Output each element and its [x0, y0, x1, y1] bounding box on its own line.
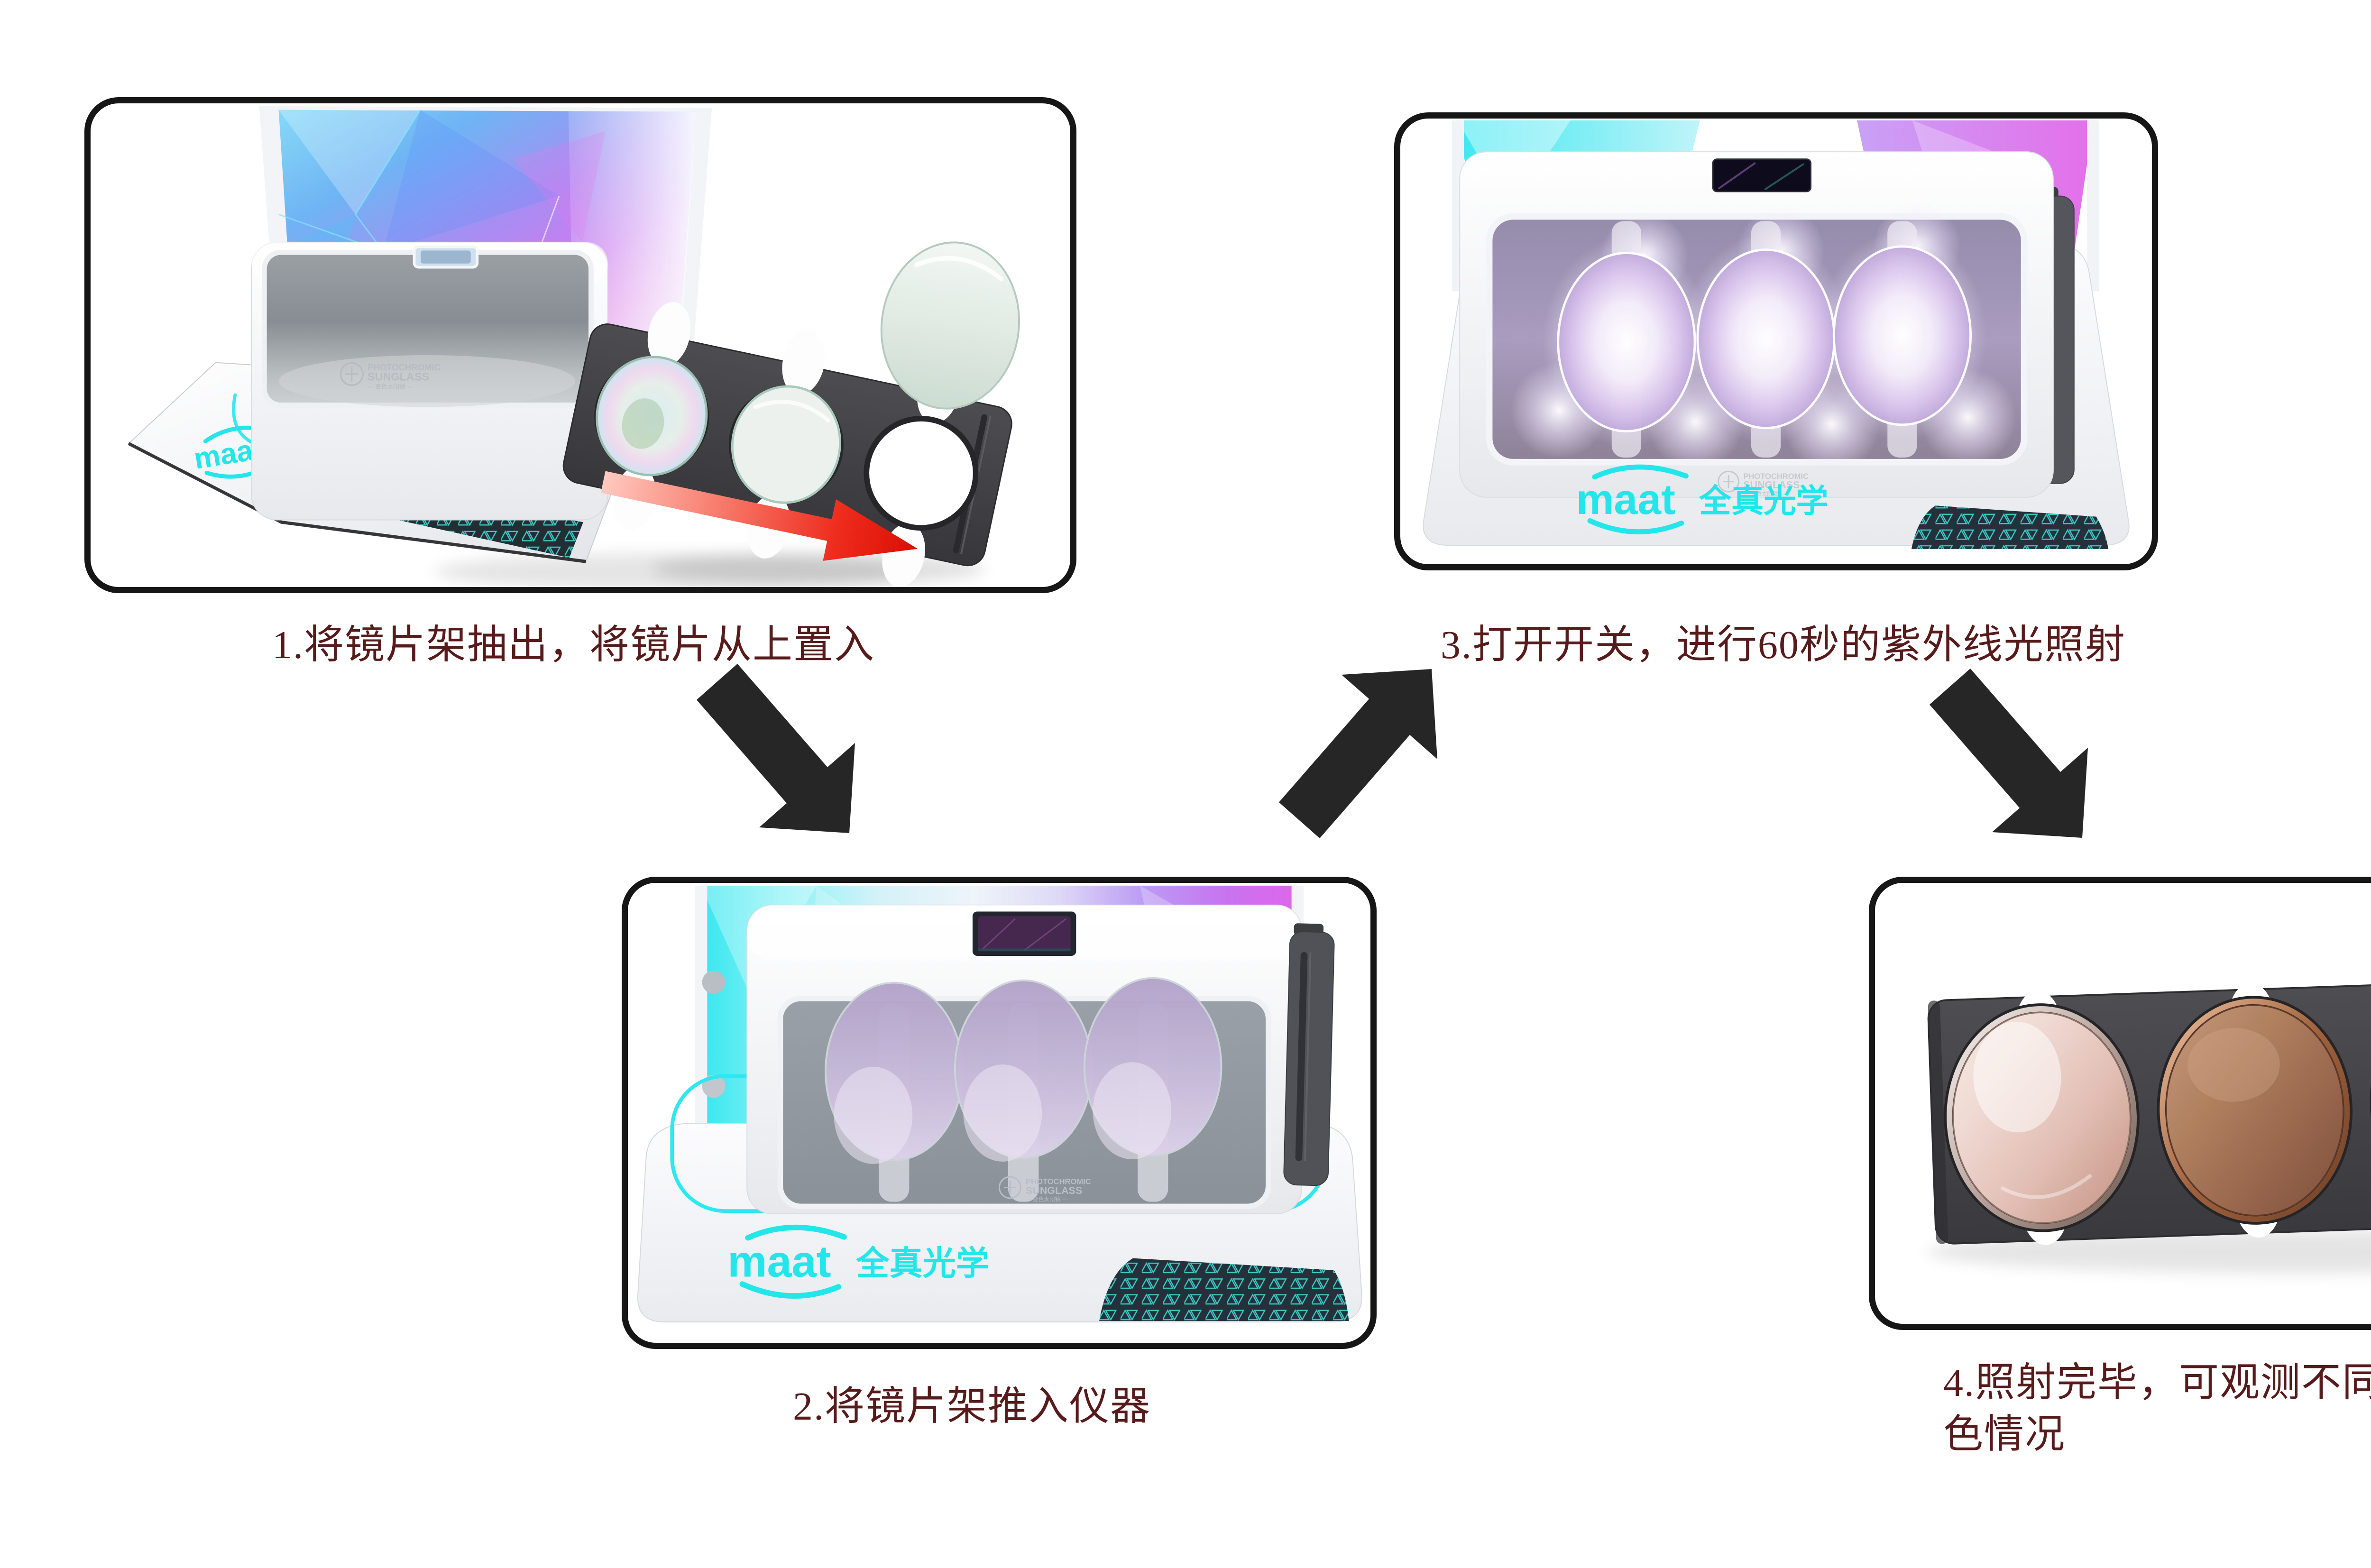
- status-display: [413, 245, 479, 269]
- maat-logo: maat 全真光学: [1576, 464, 1829, 534]
- brand-name: maat: [1576, 476, 1675, 523]
- maat-logo: maat 全真光学: [727, 1224, 989, 1299]
- glowing-lens-3: [1832, 245, 1972, 426]
- step4-panel: [1869, 877, 2371, 1330]
- lens-clear-2: [731, 385, 841, 504]
- uv-tester-device: PHOTOCHROMIC SUNGLASS — 变色太阳镜 —: [251, 241, 608, 521]
- glowing-lens-1: [1557, 252, 1696, 432]
- arrow-step3-to-step4-icon: [1930, 669, 2088, 838]
- step4-illustration: [1926, 975, 2371, 1273]
- status-display: [1712, 158, 1812, 193]
- glowing-lens-2: [1696, 248, 1836, 430]
- svg-text:— 变色太阳镜 —: — 变色太阳镜 —: [1743, 490, 1785, 497]
- step3-caption: 3.打开开关，进行60秒的紫外线光照射: [1441, 623, 2126, 667]
- brand-name-cn: 全真光学: [1699, 483, 1829, 519]
- uv-tester-device: PHOTOCHROMIC SUNGLASS — 变色太阳镜 —: [1459, 151, 2054, 498]
- svg-text:— 变色太阳镜 —: — 变色太阳镜 —: [1026, 1196, 1068, 1203]
- step1-illustration: maat 全真光学 PHOTOCHROMIC SUNGLASS — 变色太阳镜 …: [128, 106, 1020, 587]
- svg-text:— 变色太阳镜 —: — 变色太阳镜 —: [368, 383, 413, 390]
- pull-out-arrow-icon: [600, 471, 918, 561]
- tray-handle: [1283, 923, 1335, 1186]
- triangle-pattern-corner: [1099, 1258, 1349, 1321]
- step2-illustration: PHOTOCHROMIC SUNGLASS — 变色太阳镜 — maat 全真光…: [637, 885, 1362, 1323]
- arrow-step1-to-step2-icon: [697, 664, 855, 833]
- svg-text:SUNGLASS: SUNGLASS: [1743, 479, 1800, 490]
- device-front-logo: PHOTOCHROMIC SUNGLASS — 变色太阳镜 —: [1718, 470, 1809, 497]
- uv-tester-device: PHOTOCHROMIC SUNGLASS — 变色太阳镜 —: [746, 904, 1303, 1214]
- hinge-circle: [702, 971, 726, 994]
- device-front-logo: PHOTOCHROMIC SUNGLASS — 变色太阳镜 —: [999, 1176, 1091, 1203]
- tray-slot-2: [2157, 983, 2353, 1238]
- lens-brown: [2165, 1004, 2344, 1216]
- triangle-pattern-corner: [1911, 505, 2108, 549]
- device-front-logo: PHOTOCHROMIC SUNGLASS — 变色太阳镜 —: [340, 362, 441, 390]
- svg-text:PHOTOCHROMIC: PHOTOCHROMIC: [1743, 472, 1809, 481]
- step4-caption: 4.照射完毕，可观测不同品牌镜片的变色情况: [1943, 1361, 2371, 1457]
- step3-illustration: PHOTOCHROMIC SUNGLASS — 变色太阳镜 — maat 全真光…: [1423, 120, 2130, 549]
- step2-caption: 2.将镜片架推入仪器: [793, 1385, 1151, 1429]
- status-display: [972, 911, 1076, 956]
- step3-panel: PHOTOCHROMIC SUNGLASS — 变色太阳镜 — maat 全真光…: [1394, 112, 2158, 570]
- step1-caption: 1.将镜片架抽出，将镜片从上置入: [272, 623, 875, 667]
- floating-lens: [880, 241, 1020, 410]
- tray-slot-1: [1944, 990, 2140, 1245]
- arrow-step2-to-step3-icon: [1279, 669, 1437, 838]
- brand-name-cn: 全真光学: [855, 1245, 989, 1282]
- lens-tray: [1927, 975, 2371, 1245]
- svg-text:SUNGLASS: SUNGLASS: [368, 371, 429, 383]
- step1-panel: maat 全真光学 PHOTOCHROMIC SUNGLASS — 变色太阳镜 …: [84, 97, 1076, 593]
- svg-text:SUNGLASS: SUNGLASS: [1026, 1185, 1082, 1196]
- svg-text:PHOTOCHROMIC: PHOTOCHROMIC: [368, 362, 441, 372]
- svg-text:PHOTOCHROMIC: PHOTOCHROMIC: [1026, 1177, 1091, 1186]
- lens-tray: [562, 302, 1012, 587]
- step2-panel: PHOTOCHROMIC SUNGLASS — 变色太阳镜 — maat 全真光…: [622, 877, 1377, 1349]
- tray-slot-3-empty: [864, 359, 979, 587]
- brand-name: maat: [727, 1237, 831, 1286]
